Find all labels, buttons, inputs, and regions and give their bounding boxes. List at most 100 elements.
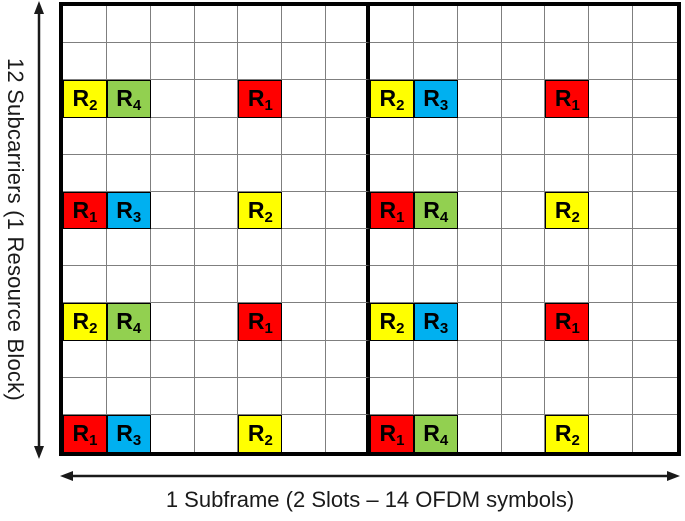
- resource-element-cell: [633, 192, 677, 229]
- resource-element-cell: [194, 266, 239, 304]
- rs-cell-R2: R2: [238, 414, 283, 452]
- rs-cell-R4: R4: [106, 303, 151, 341]
- resource-element-cell: [194, 229, 239, 267]
- resource-element-cell: [326, 6, 370, 44]
- rs-cell-label: R4: [423, 420, 449, 450]
- double-arrow-vertical-icon: [34, 1, 44, 459]
- rs-cell-R2: R2: [370, 303, 414, 341]
- resource-element-cell: [150, 377, 195, 415]
- resource-element-cell: [501, 266, 546, 304]
- rs-cell-label: R2: [554, 420, 580, 450]
- resource-element-cell: [501, 377, 546, 415]
- resource-element-cell: [501, 43, 546, 81]
- rs-cell-R2: R2: [63, 303, 107, 341]
- resource-element-cell: [282, 229, 327, 267]
- resource-element-cell: [545, 229, 590, 267]
- resource-element-cell: [457, 43, 502, 81]
- rs-cell-label: R3: [423, 85, 449, 115]
- rs-cell-label: R1: [554, 85, 580, 115]
- resource-element-cell: [150, 229, 195, 267]
- rs-cell-R2: R2: [545, 191, 590, 229]
- resource-element-cell: [326, 43, 370, 81]
- resource-element-cell: [501, 80, 546, 118]
- resource-element-cell: [106, 377, 151, 415]
- resource-element-cell: [589, 414, 634, 452]
- resource-element-cell: [633, 415, 677, 452]
- resource-element-cell: [457, 117, 502, 155]
- resource-element-cell: [150, 154, 195, 192]
- resource-element-cell: [589, 266, 634, 304]
- resource-element-cell: [194, 117, 239, 155]
- resource-element-cell: [589, 80, 634, 118]
- rs-cell-R2: R2: [370, 80, 414, 118]
- resource-element-cell: [370, 6, 414, 44]
- resource-element-cell: [413, 6, 458, 44]
- rs-cell-R1: R1: [238, 303, 283, 341]
- resource-element-cell: [282, 6, 327, 44]
- resource-element-cell: [63, 229, 107, 267]
- resource-element-cell: [150, 6, 195, 44]
- resource-element-cell: [501, 340, 546, 378]
- rs-cell-R4: R4: [413, 191, 458, 229]
- resource-element-cell: [238, 154, 283, 192]
- resource-element-cell: [150, 80, 195, 118]
- rs-cell-label: R1: [554, 308, 580, 338]
- resource-element-cell: [457, 6, 502, 44]
- resource-element-cell: [282, 43, 327, 81]
- rs-cell-R3: R3: [106, 191, 151, 229]
- resource-element-cell: [457, 229, 502, 267]
- resource-element-cell: [63, 154, 107, 192]
- resource-element-cell: [457, 303, 502, 341]
- resource-element-cell: [150, 117, 195, 155]
- resource-element-cell: [326, 191, 370, 229]
- resource-element-cell: [633, 266, 677, 304]
- rs-cell-R2: R2: [238, 191, 283, 229]
- resource-element-cell: [413, 229, 458, 267]
- resource-element-cell: [457, 266, 502, 304]
- rs-cell-R4: R4: [106, 80, 151, 118]
- resource-element-cell: [194, 303, 239, 341]
- resource-element-cell: [370, 266, 414, 304]
- resource-element-cell: [63, 340, 107, 378]
- resource-element-cell: [545, 6, 590, 44]
- resource-element-cell: [457, 340, 502, 378]
- rs-cell-label: R2: [379, 308, 405, 338]
- resource-element-cell: [326, 229, 370, 267]
- resource-element-cell: [545, 266, 590, 304]
- resource-element-cell: [589, 6, 634, 44]
- resource-element-cell: [370, 117, 414, 155]
- rs-cell-R3: R3: [413, 80, 458, 118]
- rs-cell-label: R1: [379, 196, 405, 226]
- resource-element-cell: [238, 266, 283, 304]
- resource-element-cell: [151, 414, 195, 452]
- resource-element-cell: [458, 414, 502, 452]
- rs-cell-R2: R2: [545, 414, 590, 452]
- resource-element-cell: [195, 414, 239, 452]
- rs-cell-R1: R1: [545, 80, 590, 118]
- rs-cell-R3: R3: [413, 303, 458, 341]
- resource-element-cell: [545, 154, 590, 192]
- resource-element-cell: [545, 377, 590, 415]
- rs-cell-label: R3: [116, 196, 142, 226]
- resource-element-cell: [282, 414, 327, 452]
- resource-element-cell: [326, 340, 370, 378]
- rs-cell-R1: R1: [238, 80, 283, 118]
- resource-element-cell: [633, 6, 677, 44]
- resource-element-cell: [633, 378, 677, 415]
- resource-element-cell: [457, 191, 502, 229]
- resource-element-cell: [326, 117, 370, 155]
- resource-element-cell: [194, 6, 239, 44]
- resource-element-cell: [633, 229, 677, 267]
- resource-element-cell: [326, 414, 370, 452]
- resource-element-cell: [194, 43, 239, 81]
- resource-element-cell: [589, 154, 634, 192]
- resource-element-cell: [282, 191, 327, 229]
- resource-element-cell: [106, 6, 151, 44]
- subframe-axis-label: 1 Subframe (2 Slots – 14 OFDM symbols): [165, 487, 575, 512]
- resource-element-cell: [194, 80, 239, 118]
- resource-element-cell: [150, 191, 195, 229]
- rs-cell-R3: R3: [106, 414, 151, 452]
- resource-element-cell: [282, 303, 327, 341]
- rs-cell-label: R2: [247, 196, 273, 226]
